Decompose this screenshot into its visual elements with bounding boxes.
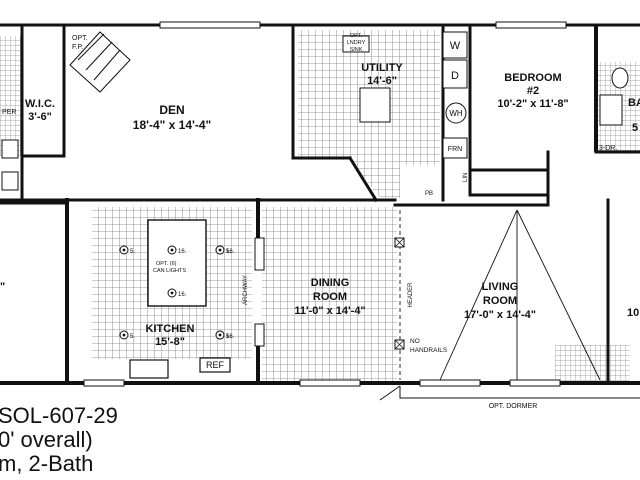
can-lights: 5.5.5.5.16.16.16.16.	[119, 245, 235, 340]
vault-line	[439, 209, 518, 381]
right-room-dims: 10	[627, 307, 639, 319]
can-light-dot	[170, 291, 174, 295]
opt-dormer-label: OPT. DORMER	[489, 403, 538, 410]
opt-fp-1: OPT.	[72, 35, 88, 42]
opt-laundry-1: OPT.	[350, 33, 363, 39]
archway-jamb	[254, 323, 265, 347]
den-name: DEN	[159, 103, 184, 117]
left-room-dims: "	[0, 281, 5, 293]
x-mark	[394, 237, 405, 350]
wic-dims: 3'-6"	[28, 111, 52, 123]
window	[83, 379, 125, 387]
dining-name: DINING	[311, 277, 350, 289]
fireplace	[69, 31, 131, 93]
utility-name: UTILITY	[361, 62, 403, 74]
pantry-label: PB	[425, 191, 433, 197]
window	[159, 21, 261, 29]
furnace-label: FRN	[448, 146, 462, 153]
dryer-label: D	[451, 70, 459, 82]
refrigerator-label: REF	[206, 360, 225, 370]
dining-tile	[262, 207, 397, 382]
model-overall: 0' overall)	[0, 427, 93, 452]
linen-label: LIN	[463, 173, 469, 182]
window	[495, 21, 567, 29]
can-light-label: 5.	[130, 249, 135, 255]
kitchen-name: KITCHEN	[146, 323, 195, 335]
window	[299, 379, 361, 387]
dormer-outline	[399, 386, 640, 399]
opt-laundry-3: SINK	[350, 47, 363, 53]
windows	[83, 21, 567, 387]
can-light-label: 16.	[226, 249, 235, 255]
fireplace-hatch	[93, 49, 121, 81]
can-light-label: 5.	[226, 334, 231, 340]
den-dims: 18'-4" x 14'-4"	[133, 118, 211, 132]
dormer-roof	[379, 385, 401, 401]
living-name: LIVING	[482, 281, 519, 293]
water-heater-label: WH	[449, 109, 463, 118]
vault-line	[516, 209, 601, 381]
laundry-sink	[342, 35, 370, 53]
can-light-label: 16.	[178, 292, 187, 298]
utility-diag-wall	[347, 155, 379, 203]
can-lights-2: CAN LIGHTS	[153, 268, 186, 274]
archway-label: ARCHWAY	[243, 275, 249, 305]
archway-jamb	[254, 237, 265, 271]
header-label: HEADER	[408, 282, 414, 308]
wic-sink-1	[1, 139, 19, 159]
kitchen-sink	[129, 359, 169, 379]
living-name-2: ROOM	[483, 295, 517, 307]
dining-dims: 11'-0" x 14'-4"	[294, 305, 365, 317]
washer	[442, 31, 468, 59]
bedroom2-name: BEDROOM	[504, 72, 561, 84]
wic-tile	[0, 36, 22, 156]
can-light-dot	[122, 248, 126, 252]
kitchen-dims: 15'-8"	[155, 336, 185, 348]
wic-sink-2	[1, 171, 19, 191]
furnace	[442, 137, 468, 159]
bath-dims: 5	[632, 122, 638, 134]
bedroom2-num: #2	[527, 85, 539, 97]
can-light-dot	[218, 248, 222, 252]
washer-label: W	[450, 40, 461, 52]
fireplace-outline	[69, 31, 131, 93]
opt-laundry-2: LNDRY	[347, 40, 366, 46]
can-light-dot	[170, 248, 174, 252]
refrigerator	[199, 357, 231, 373]
dining-name-2: ROOM	[313, 291, 347, 303]
kitchen-island	[147, 219, 207, 307]
can-light-label: 16.	[178, 249, 187, 255]
per-label: PER	[2, 109, 16, 116]
bath-vanity	[599, 94, 623, 126]
can-lights-1: OPT. (6)	[156, 261, 177, 267]
no-handrails-2: HANDRAILS	[410, 347, 448, 354]
can-light-dot	[218, 333, 222, 337]
bath-name: BA	[628, 97, 640, 109]
can-light-label: 16.	[226, 334, 235, 340]
can-light-dot	[122, 333, 126, 337]
water-heater	[445, 102, 467, 124]
model-config: m, 2-Bath	[0, 451, 94, 476]
can-light-label: 5.	[130, 334, 135, 340]
window	[419, 379, 481, 387]
utility-dims: 14'-6"	[367, 75, 397, 87]
three-dr-label: 3-DR.	[599, 145, 617, 152]
living-dims: 17'-0" x 14'-4"	[464, 309, 536, 321]
window	[509, 379, 561, 387]
bedroom2-dims: 10'-2" x 11'-8"	[497, 98, 568, 110]
fireplace-hatch	[85, 41, 113, 71]
utility-island	[359, 87, 391, 123]
opt-fp-2: F.P.	[72, 44, 83, 51]
model-number: SOL-607-29	[0, 403, 118, 428]
toilet	[611, 67, 629, 89]
no-handrails-1: NO	[410, 338, 420, 345]
dryer	[442, 59, 468, 89]
wic-name: W.I.C.	[25, 98, 55, 110]
can-light-label: 5.	[226, 249, 231, 255]
dormer	[379, 385, 640, 401]
fireplace-hatch	[77, 33, 105, 61]
